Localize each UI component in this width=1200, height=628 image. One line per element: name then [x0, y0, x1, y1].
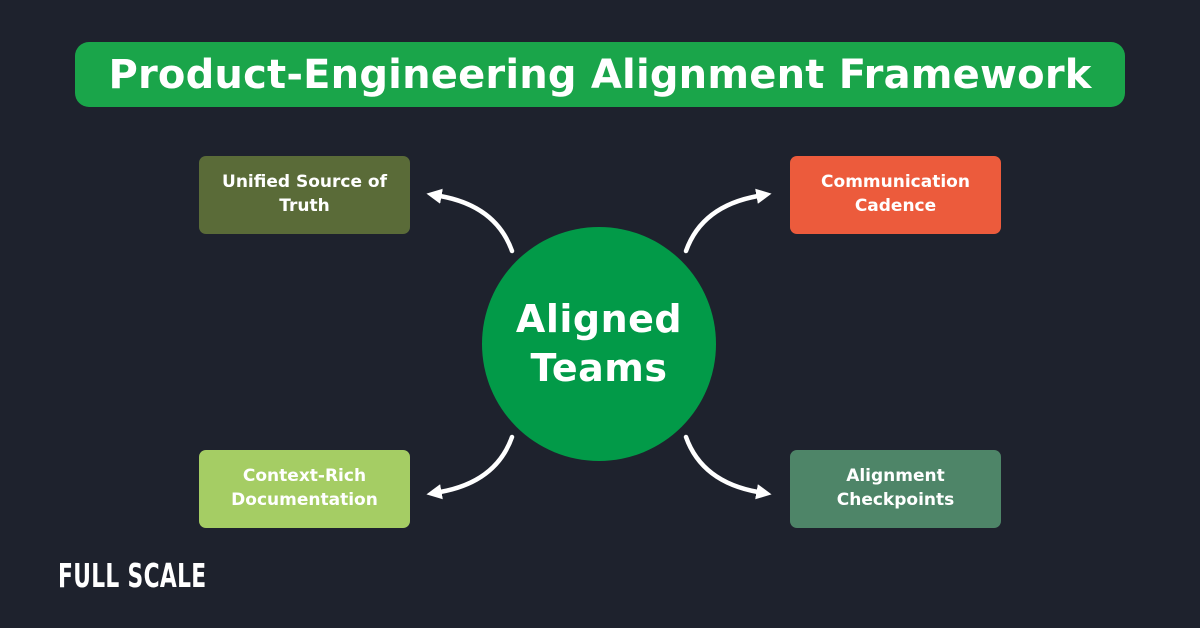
node-communication-cadence: Communication Cadence	[790, 156, 1001, 234]
connector-top-left-arrow	[426, 188, 515, 254]
full-scale-logo: FULL SCALE	[58, 556, 207, 595]
node-label-communication-cadence: Communication Cadence	[821, 172, 970, 216]
node-label-unified-source-of-truth: Unified Source of Truth	[222, 172, 387, 216]
connector-top-right-arrow	[683, 188, 772, 254]
connector-bottom-left-arrow	[426, 434, 515, 500]
node-alignment-checkpoints: Alignment Checkpoints	[790, 450, 1001, 528]
center-node-aligned-teams: Aligned Teams	[482, 227, 716, 461]
page-title: Product-Engineering Alignment Framework	[108, 51, 1092, 98]
node-context-rich-documentation: Context-Rich Documentation	[199, 450, 410, 528]
connector-bottom-right-arrow	[683, 434, 772, 500]
node-unified-source-of-truth: Unified Source of Truth	[199, 156, 410, 234]
node-label-context-rich-documentation: Context-Rich Documentation	[231, 466, 378, 510]
title-banner: Product-Engineering Alignment Framework	[75, 42, 1125, 107]
node-label-alignment-checkpoints: Alignment Checkpoints	[836, 466, 955, 510]
center-node-label: Aligned Teams	[515, 297, 683, 390]
